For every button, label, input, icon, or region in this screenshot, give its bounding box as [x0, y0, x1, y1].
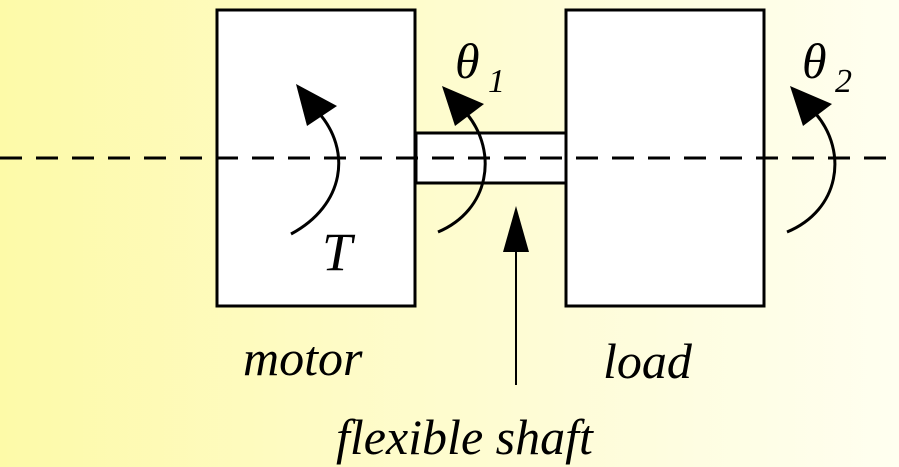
load-label: load — [603, 333, 693, 389]
motor-label: motor — [243, 330, 363, 386]
theta2-arrowhead-icon — [790, 86, 832, 126]
torque-label: T — [322, 222, 356, 282]
theta1-subscript: 1 — [488, 63, 505, 100]
motor-block — [215, 8, 417, 308]
flexible-shaft-label: flexible shaft — [336, 409, 594, 465]
torque-arrowhead-icon — [296, 84, 337, 126]
shaft-pointer-arrowhead-icon — [503, 206, 529, 252]
torque-arrow-icon — [290, 111, 341, 236]
theta2-symbol: θ — [802, 33, 827, 89]
theta1-symbol: θ — [455, 33, 480, 89]
theta2-arrow-icon — [786, 113, 837, 234]
theta1-arrowhead-icon — [442, 86, 484, 126]
theta1-arrow-icon — [437, 113, 487, 234]
theta2-subscript: 2 — [835, 63, 852, 100]
